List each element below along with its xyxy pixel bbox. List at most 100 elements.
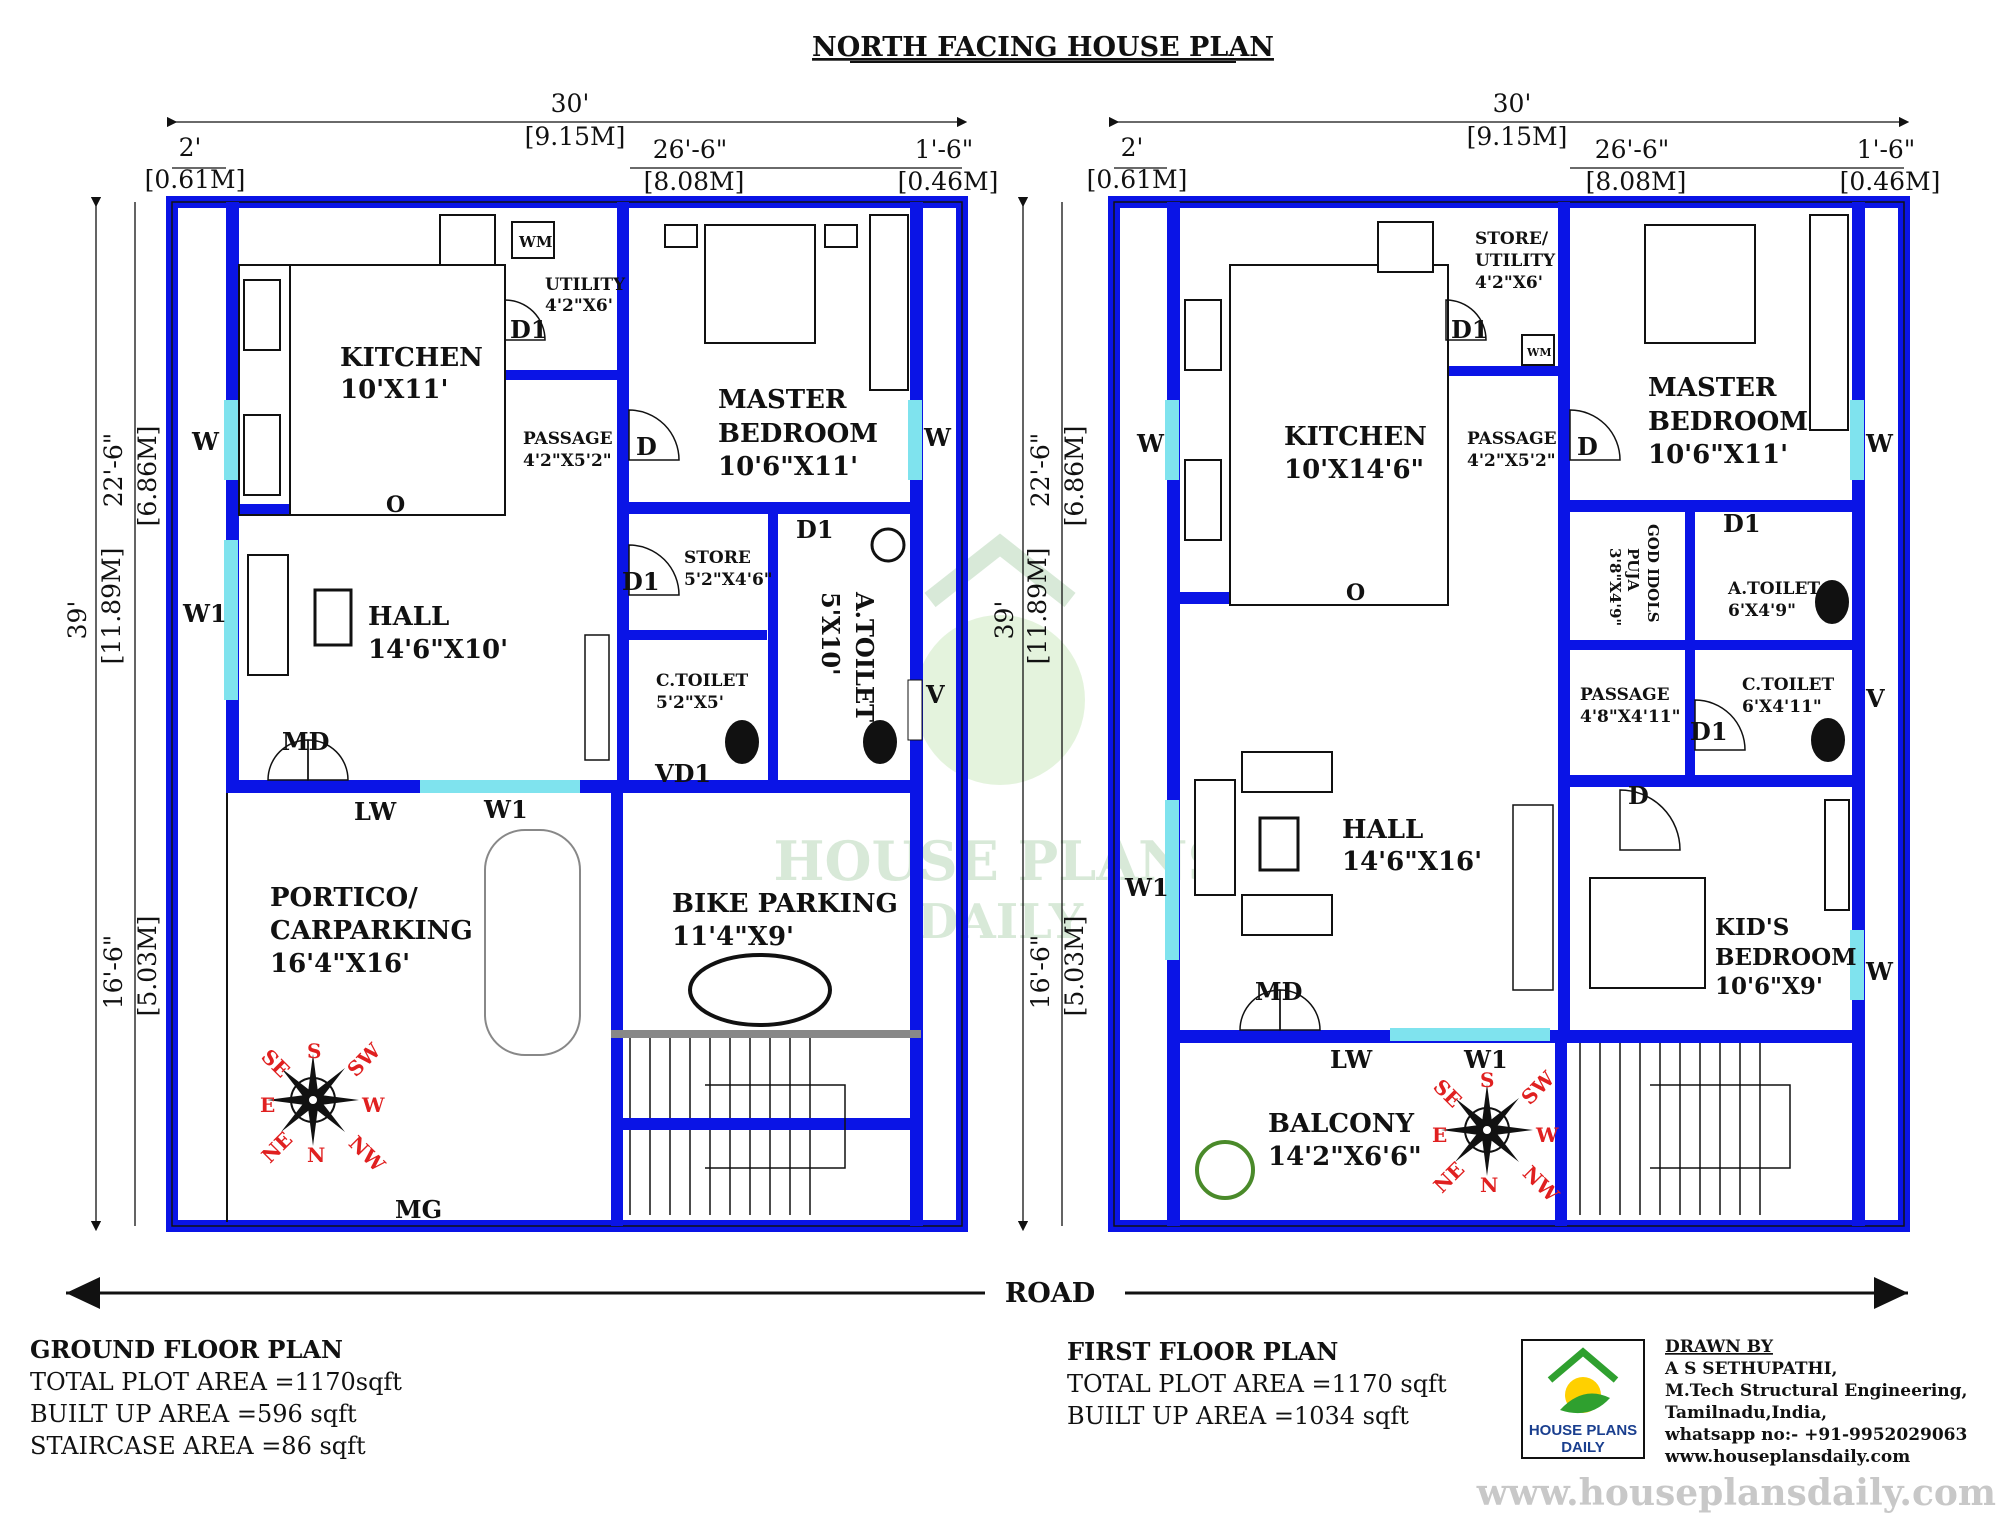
gf-wm-tag: WM <box>518 233 552 251</box>
ff-master-label: MASTER <box>1648 373 1777 403</box>
ff-master-size: 10'6"X11' <box>1648 440 1788 470</box>
ff-store-label: STORE/ <box>1475 229 1549 249</box>
ff-notes-heading: FIRST FLOOR PLAN <box>1067 1337 1338 1366</box>
ff-hall-label: HALL <box>1342 815 1423 845</box>
plant-icon <box>1195 1140 1255 1200</box>
ff-d1-ctoilet: D1 <box>1690 717 1728 746</box>
credits-whatsapp: whatsapp no:- +91-9952029063 <box>1664 1425 1967 1445</box>
gf-bike-label: BIKE PARKING <box>672 889 898 919</box>
gf-lw-tag: LW <box>354 797 397 826</box>
credits-web: www.houseplansdaily.com <box>1664 1447 1910 1467</box>
ff-md-tag: MD <box>1255 977 1302 1006</box>
gf-v-tag: V <box>925 680 945 709</box>
ff-d-kids: D <box>1628 781 1649 810</box>
gf-compass-e: E <box>260 1093 275 1117</box>
gf-compass-s: S <box>307 1039 321 1063</box>
gf-master-label2: BEDROOM <box>718 419 878 449</box>
gf-w-right: W <box>923 423 952 452</box>
ff-atoilet-size: 6'X4'9" <box>1728 601 1796 621</box>
gf-utility-size: 4'2"X6' <box>545 296 613 316</box>
ff-w-right: W <box>1865 429 1894 458</box>
gf-notes-stair: STAIRCASE AREA =86 sqft <box>30 1432 366 1460</box>
logo-line2: DAILY <box>1561 1439 1605 1456</box>
gf-dim-a-m: [0.61M] <box>145 165 246 194</box>
gf-dim-a: 2' <box>179 133 202 162</box>
ff-ctoilet-size: 6'X4'11" <box>1742 697 1822 717</box>
gf-hall-label: HALL <box>368 602 449 632</box>
ff-w1-bottom: W1 <box>1463 1045 1508 1074</box>
gf-passage-size: 4'2"X5'2" <box>523 451 612 471</box>
gf-compass-n: N <box>307 1143 325 1167</box>
ff-dim-h: 39' <box>990 601 1019 640</box>
gf-portico-label: PORTICO/ <box>270 883 418 913</box>
ff-compass-w: W <box>1535 1123 1559 1147</box>
ff-kitchen-size: 10'X14'6" <box>1284 455 1424 485</box>
ff-dim-b: 26'-6" <box>1595 135 1670 164</box>
ff-w-left: W <box>1136 429 1165 458</box>
gf-d-master: D <box>636 432 657 461</box>
gf-compass-w: W <box>361 1093 385 1117</box>
ff-passage2-size: 4'8"X4'11" <box>1580 707 1680 727</box>
ff-o-tag: O <box>1346 580 1365 606</box>
gf-compass-nw: NW <box>344 1131 390 1177</box>
bike-icon <box>688 953 832 1027</box>
ff-dim-h1: 22'-6" <box>1026 433 1055 508</box>
gf-master-label: MASTER <box>718 385 847 415</box>
ff-ctoilet-label: C.TOILET <box>1742 675 1834 695</box>
ff-dim-h1-m: [6.86M] <box>1060 426 1089 527</box>
ff-passage-label: PASSAGE <box>1467 429 1557 449</box>
ff-store-size: 4'2"X6' <box>1475 273 1543 293</box>
ff-compass-sw: SW <box>1516 1066 1559 1109</box>
plan-title: NORTH FACING HOUSE PLAN <box>812 32 1274 63</box>
gf-portico-label2: CARPARKING <box>270 916 473 946</box>
gf-notes-builtup: BUILT UP AREA =596 sqft <box>30 1400 357 1428</box>
house-plans-daily-logo: HOUSE PLANS DAILY <box>1521 1339 1645 1459</box>
gf-dim-b-m: [8.08M] <box>644 167 745 196</box>
ff-dim-a: 2' <box>1121 133 1144 162</box>
gf-passage-label: PASSAGE <box>523 429 613 449</box>
gf-o-tag: O <box>386 492 405 518</box>
ff-dim-total-w: 30' <box>1493 89 1532 118</box>
credits-degree: M.Tech Structural Engineering, <box>1665 1381 1967 1401</box>
ground-floor-plan: KITCHEN 10'X11' UTILITY 4'2"X6' PASSAGE … <box>63 89 998 1232</box>
ff-kitchen-label: KITCHEN <box>1284 422 1427 452</box>
ff-puja-label: GOD IDOLS <box>1644 524 1662 623</box>
logo-line1: HOUSE PLANS <box>1529 1422 1637 1439</box>
ff-notes-plot: TOTAL PLOT AREA =1170 sqft <box>1067 1370 1447 1398</box>
ff-compass-se: SE <box>1429 1074 1467 1112</box>
gf-kitchen-size: 10'X11' <box>340 375 448 405</box>
gf-dim-c: 1'-6" <box>915 135 974 164</box>
gf-d1-toilet: D1 <box>796 515 834 544</box>
credits-drawn-by: DRAWN BY <box>1665 1337 1774 1357</box>
ff-kids-label2: BEDROOM <box>1715 944 1857 971</box>
drawing-credits: DRAWN BY A S SETHUPATHI, M.Tech Structur… <box>1664 1337 1967 1467</box>
car-icon <box>484 829 581 1056</box>
ff-w-right2: W <box>1865 957 1894 986</box>
ground-floor-notes: GROUND FLOOR PLAN TOTAL PLOT AREA =1170s… <box>30 1335 402 1460</box>
gf-dim-total-w-m: [9.15M] <box>525 122 626 151</box>
washing-machine-icon <box>511 221 555 259</box>
watermark-line2: DAILY <box>917 894 1084 950</box>
ff-kids-label: KID'S <box>1715 914 1789 941</box>
footer-url: www.houseplansdaily.com <box>1476 1472 1996 1514</box>
gf-notes-heading: GROUND FLOOR PLAN <box>30 1335 343 1364</box>
gf-dim-h2-m: [5.03M] <box>133 916 162 1017</box>
ff-balcony-label: BALCONY <box>1268 1109 1415 1139</box>
ff-hall-size: 14'6"X16' <box>1342 847 1482 877</box>
ff-balcony-size: 14'2"X6'6" <box>1268 1142 1422 1172</box>
ff-d1-atoilet: D1 <box>1723 509 1761 538</box>
road-label: ROAD <box>1005 1278 1095 1309</box>
gf-master-size: 10'6"X11' <box>718 452 858 482</box>
credits-place: Tamilnadu,India, <box>1665 1403 1827 1423</box>
ff-lw-tag: LW <box>1330 1045 1373 1074</box>
gf-d1-store: D1 <box>622 567 660 596</box>
gf-dim-h-m: [11.89M] <box>97 548 126 665</box>
gf-notes-plot: TOTAL PLOT AREA =1170sqft <box>30 1368 402 1396</box>
ff-puja-label2: PUJA <box>1624 548 1642 591</box>
ff-dim-b-m: [8.08M] <box>1586 167 1687 196</box>
gf-store-size: 5'2"X4'6" <box>684 570 773 590</box>
gf-compass-sw: SW <box>342 1038 385 1081</box>
ff-wm-tag: WM <box>1526 346 1552 359</box>
gf-compass-ne: NE <box>257 1127 298 1168</box>
gf-store-label: STORE <box>684 548 751 568</box>
